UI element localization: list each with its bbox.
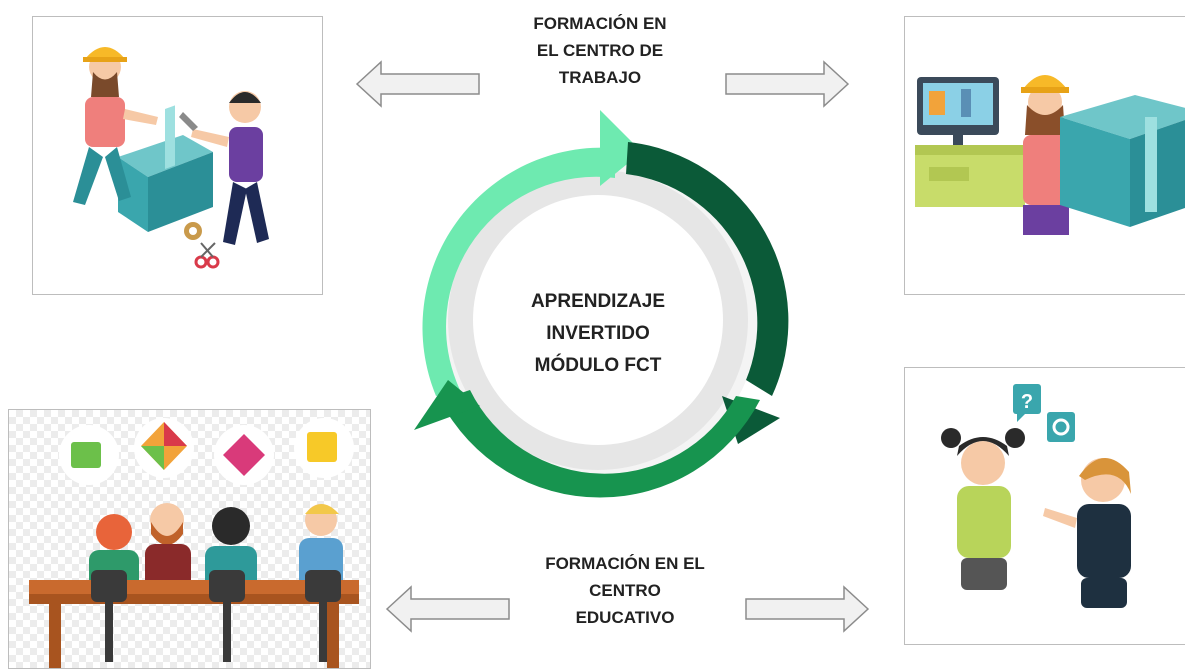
cycle-arc-dark <box>626 142 789 396</box>
cycle-diagram <box>414 110 789 498</box>
arrow-left-bottom <box>385 585 510 633</box>
arrow-right-top <box>725 60 850 108</box>
cycle-arrowhead-light <box>600 110 642 186</box>
center-title: APRENDIZAJE INVERTIDO MÓDULO FCT <box>530 291 666 376</box>
illustration-workers-assembling <box>32 16 323 295</box>
cycle-arrowhead-mid <box>414 380 480 430</box>
arrow-left-top <box>355 60 480 108</box>
svg-text:?: ? <box>1021 391 1033 413</box>
illustration-people-talking: ? <box>904 367 1185 645</box>
label-workplace-training: FORMACIÓN EN EL CENTRO DE TRABAJO <box>533 14 667 87</box>
illustration-team-meeting <box>8 409 371 669</box>
cycle-arc-mid <box>440 390 760 498</box>
illustration-worker-with-box <box>904 16 1185 295</box>
center-disc <box>473 195 723 445</box>
label-school-training: FORMACIÓN EN EL CENTRO EDUCATIVO <box>545 554 705 627</box>
arrow-right-bottom <box>745 585 870 633</box>
cycle-arc-light <box>422 147 615 396</box>
